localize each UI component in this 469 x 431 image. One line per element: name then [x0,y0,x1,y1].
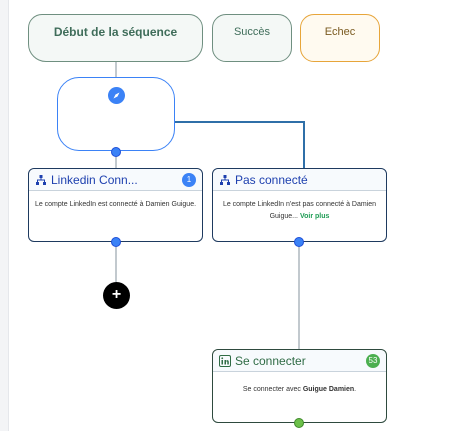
se-connecter-card[interactable]: Se connecter 53 Se connecter avec Guigue… [212,349,387,423]
success-node[interactable]: Succès [212,14,292,62]
card-description-text: Le compte LinkedIn n'est pas connecté à … [222,201,377,220]
sequence-start-node[interactable]: Début de la séquence [28,14,203,62]
sitemap-icon [36,174,46,185]
se-connecter-output-port[interactable] [294,418,304,428]
compass-icon [108,87,125,104]
fail-node[interactable]: Echec [300,14,380,62]
condition-node[interactable] [57,77,175,151]
card-description-prefix: Se connecter avec [242,386,303,393]
card-description-suffix: . [354,386,357,393]
card-title: Pas connecté [235,172,308,187]
card-title: Se connecter [235,353,306,368]
card-count-badge: 53 [366,353,380,368]
not-connected-output-port[interactable] [294,237,304,247]
fail-label: Echec [324,26,356,38]
card-count-badge: 1 [182,172,196,187]
card-description: Le compte LinkedIn est connecté à Damien… [34,201,197,208]
sequence-start-label: Début de la séquence [53,25,178,39]
linkedin-icon [219,354,231,367]
card-description-name: Guigue Damien [302,386,355,393]
card-description: Se connecter avec Guigue Damien. [213,372,386,396]
card-description: Le compte LinkedIn n'est pas connecté à … [213,191,386,223]
left-rail [0,0,9,431]
card-header: Linkedin Conn... 1 [29,169,202,191]
condition-output-port[interactable] [111,147,121,157]
sitemap-icon [220,174,230,185]
card-title: Linkedin Conn... [51,172,138,187]
not-connected-card[interactable]: Pas connecté Le compte LinkedIn n'est pa… [212,168,387,242]
add-step-button[interactable]: + [103,282,130,309]
success-label: Succès [233,26,271,38]
linkedin-output-port[interactable] [111,237,121,247]
linkedin-connected-card[interactable]: Linkedin Conn... 1 Le compte LinkedIn es… [28,168,203,242]
card-header: Se connecter 53 [213,350,386,372]
card-header: Pas connecté [213,169,386,191]
see-more-link[interactable]: Voir plus [299,213,330,220]
